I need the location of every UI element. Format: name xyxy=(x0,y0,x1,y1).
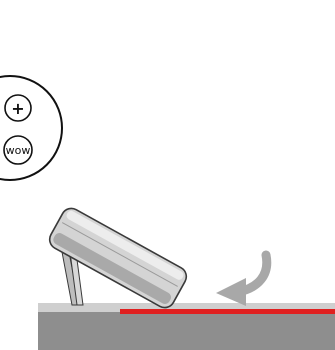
surface-highlight xyxy=(120,309,335,314)
plus-icon: + xyxy=(11,99,24,118)
remote-plus-button[interactable]: + xyxy=(4,94,32,122)
surface-front xyxy=(38,312,335,350)
arrow-head xyxy=(216,278,246,306)
remote-wow-button[interactable]: wow xyxy=(3,135,33,165)
wow-icon: wow xyxy=(6,144,31,157)
device-seam xyxy=(61,222,178,287)
device-body xyxy=(48,207,188,309)
surface xyxy=(38,303,335,350)
wow-button-ring xyxy=(3,135,33,165)
device-shade-band xyxy=(53,233,172,304)
device-top-band xyxy=(66,210,184,280)
curved-arrow-icon xyxy=(216,250,272,306)
remote-control: + wow xyxy=(0,75,63,181)
plus-button-ring xyxy=(4,94,32,122)
tilted-device xyxy=(48,207,188,309)
remote-body xyxy=(0,75,63,181)
